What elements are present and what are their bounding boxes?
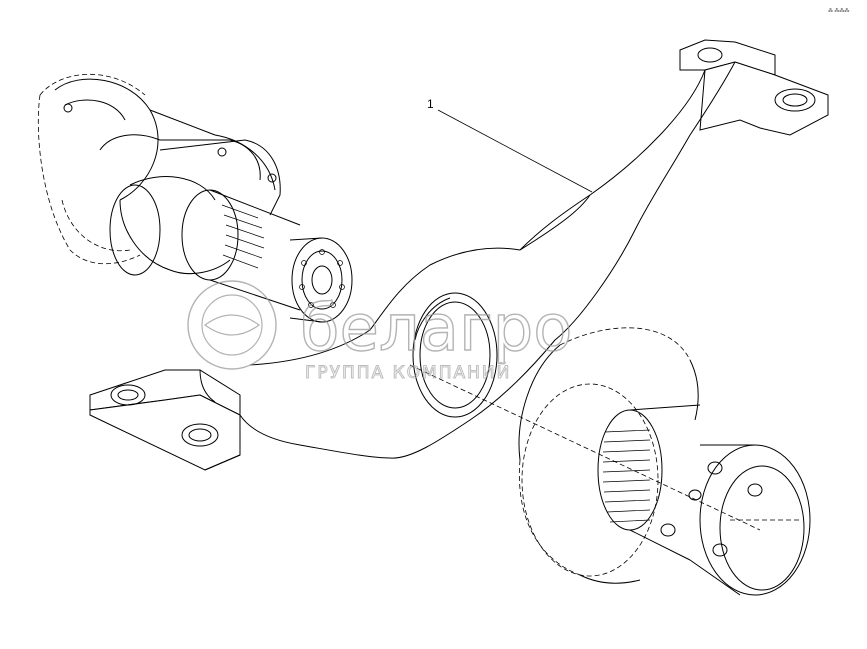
watermark-brand: белагро <box>300 292 572 366</box>
bolt-circle <box>299 249 345 308</box>
watermark-logo-icon <box>187 280 277 370</box>
watermark: белагро ГРУППА КОМПАНИЙ <box>187 280 573 384</box>
hub-assembly <box>409 327 811 596</box>
thread-lines <box>602 429 651 523</box>
callout-1: 1 <box>427 97 593 193</box>
pivot-arm <box>89 39 829 471</box>
corner-mark: ⁂ ⁂⁂⁂ <box>828 8 849 14</box>
gear-teeth <box>221 204 265 269</box>
shaft-assembly <box>37 73 353 323</box>
leader-line <box>437 109 593 193</box>
watermark-subtitle: ГРУППА КОМПАНИЙ <box>305 361 511 383</box>
callout-number: 1 <box>427 97 434 111</box>
